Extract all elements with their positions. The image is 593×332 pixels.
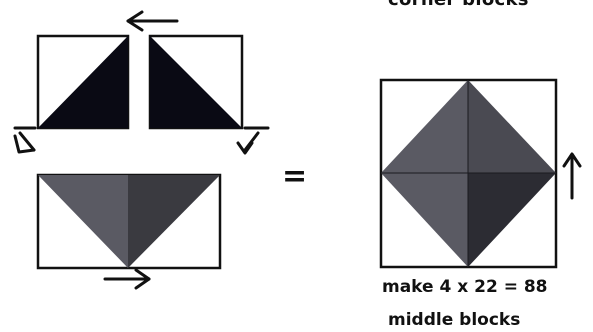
top-right-unit <box>148 34 244 130</box>
middle-block <box>379 78 558 269</box>
top-right-black-triangle <box>150 36 242 128</box>
arrow-down-right-icon <box>236 126 270 155</box>
middle-block-bottom-right-quarter <box>468 173 556 267</box>
equals-sign: = <box>282 159 308 194</box>
middle-block-top-right-quarter <box>468 80 556 173</box>
make-count-text: make 4 x 22 = 88 <box>382 277 548 297</box>
bottom-flying-geese-unit <box>36 173 222 270</box>
arrow-right-icon <box>103 268 151 290</box>
middle-block-bottom-left-quarter <box>381 173 468 267</box>
middle-block-top-left-quarter <box>381 80 468 173</box>
arrow-left-icon <box>126 10 179 32</box>
arrow-up-icon <box>562 152 582 200</box>
arrow-down-left-icon <box>13 126 37 154</box>
bottom-grey-triangle-left <box>38 175 128 268</box>
corner-blocks-caption: corner blocks <box>388 0 529 10</box>
top-left-black-triangle <box>38 36 128 128</box>
top-left-unit <box>36 34 130 130</box>
middle-blocks-caption: middle blocks <box>388 310 521 330</box>
bottom-grey-triangle-right <box>128 175 220 268</box>
